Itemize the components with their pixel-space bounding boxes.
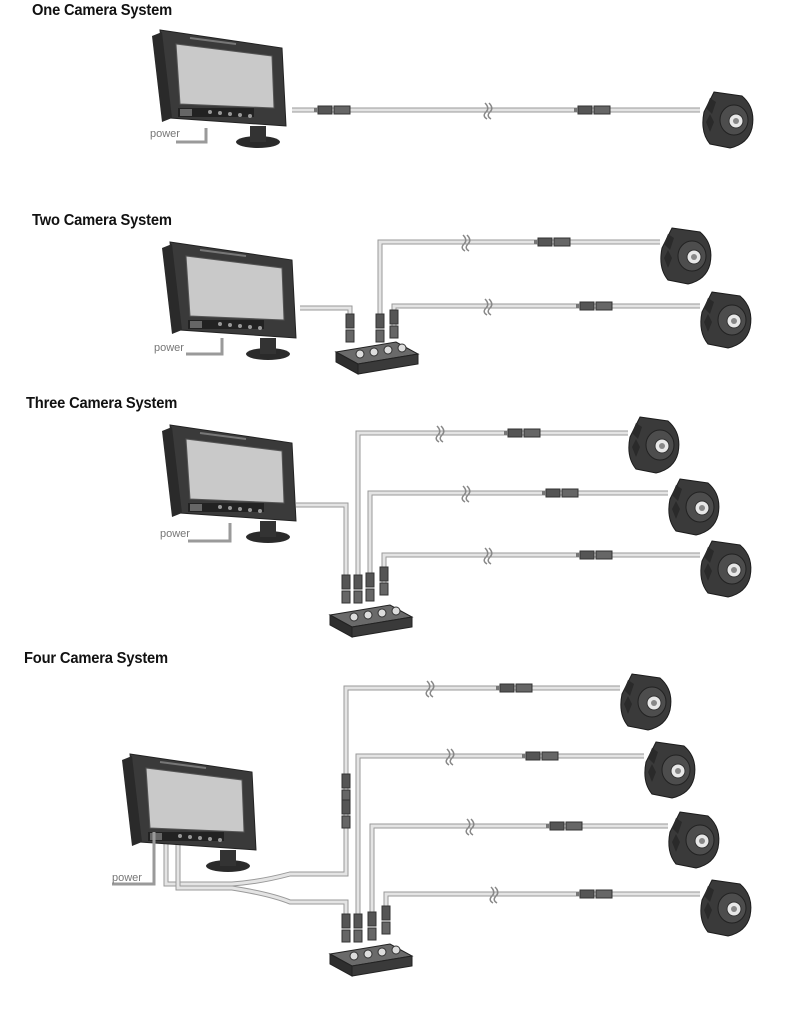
connector-icon	[341, 574, 351, 604]
camera-icon	[644, 741, 696, 799]
section-title: Two Camera System	[32, 212, 172, 229]
connector-icon	[379, 566, 389, 596]
power-cable	[186, 338, 224, 356]
connector-icon	[522, 751, 559, 761]
cable-break-icon	[465, 818, 475, 836]
connector-icon	[504, 428, 541, 438]
cable-break-icon	[483, 102, 493, 120]
monitor-icon	[152, 29, 287, 148]
section-four-camera: Four Camera System	[0, 648, 810, 1018]
cable-break-icon	[483, 298, 493, 316]
cables	[300, 239, 700, 328]
junction-box-icon	[328, 604, 414, 638]
connector-icon	[389, 309, 399, 339]
camera-icon	[700, 291, 752, 349]
camera-icon	[668, 811, 720, 869]
connector-icon	[576, 889, 613, 899]
section-one-camera: One Camera System power	[0, 0, 810, 200]
connector-icon	[314, 105, 351, 115]
monitor-icon	[162, 424, 297, 543]
connector-icon	[341, 913, 351, 943]
cable-break-icon	[435, 425, 445, 443]
connector-icon	[353, 913, 363, 943]
power-label: power	[112, 872, 142, 884]
power-label: power	[150, 128, 180, 140]
connector-icon	[381, 905, 391, 935]
power-label: power	[160, 528, 190, 540]
camera-icon	[700, 540, 752, 598]
camera-icon	[700, 879, 752, 937]
power-cable	[112, 832, 156, 886]
cable-break-icon	[483, 547, 493, 565]
connector-icon	[341, 773, 351, 803]
section-title: One Camera System	[32, 2, 173, 19]
junction-box-icon	[328, 943, 414, 977]
connector-icon	[534, 237, 571, 247]
connector-icon	[375, 313, 385, 343]
power-label: power	[154, 342, 184, 354]
connector-icon	[345, 313, 355, 343]
camera-icon	[660, 227, 712, 285]
cable-break-icon	[461, 485, 471, 503]
four-camera-diagram: power	[112, 673, 752, 977]
section-three-camera: Three Camera System	[0, 393, 810, 653]
one-camera-diagram: power	[150, 29, 754, 149]
cable-break-icon	[489, 886, 499, 904]
connector-icon	[496, 683, 533, 693]
section-two-camera: Two Camera System	[0, 210, 810, 390]
connector-icon	[576, 550, 613, 560]
connector-icon	[353, 574, 363, 604]
junction-box-icon	[334, 341, 420, 375]
camera-icon	[620, 673, 672, 731]
power-cable	[176, 128, 208, 144]
connector-icon	[576, 301, 613, 311]
section-title: Three Camera System	[26, 395, 178, 412]
cable-break-icon	[445, 748, 455, 766]
connector-icon	[542, 488, 579, 498]
camera-icon	[702, 91, 754, 149]
connector-icon	[574, 105, 611, 115]
monitor-icon	[162, 241, 297, 360]
camera-icon	[628, 416, 680, 474]
cable-break-icon	[425, 680, 435, 698]
connector-icon	[367, 911, 377, 941]
two-camera-diagram: power	[154, 227, 752, 375]
power-cable	[188, 523, 232, 543]
connector-icon	[546, 821, 583, 831]
three-camera-diagram: power	[160, 416, 752, 638]
connector-icon	[341, 799, 351, 829]
cable-break-icon	[461, 234, 471, 252]
section-title: Four Camera System	[24, 650, 168, 667]
connector-icon	[365, 572, 375, 602]
camera-icon	[668, 478, 720, 536]
monitor-icon	[122, 753, 257, 872]
